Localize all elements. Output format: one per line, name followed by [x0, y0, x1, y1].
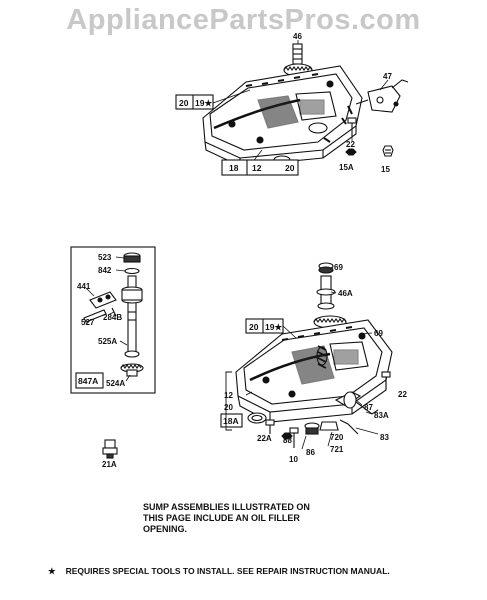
part-label: 721: [330, 445, 344, 454]
top-box-18-12-20: [221, 159, 299, 176]
part-label: 524A: [106, 379, 125, 388]
side-kit-labels: 523 842 441 527 284B 525A 847A 524A: [77, 253, 125, 388]
sump-note: SUMP ASSEMBLIES ILLUSTRATED ON THIS PAGE…: [143, 502, 373, 535]
top-sump-body: [202, 65, 363, 167]
part-label: 441: [77, 282, 91, 291]
part-label: 12: [252, 163, 262, 173]
bottom-sump-assembly: [220, 262, 393, 450]
star-icon: ★: [48, 566, 56, 576]
part-label: 69: [334, 263, 343, 272]
part-label: 83: [380, 433, 389, 442]
part-label: 19★: [265, 322, 283, 332]
footnote-text: REQUIRES SPECIAL TOOLS TO INSTALL. SEE R…: [65, 566, 390, 576]
part-label: 19★: [195, 98, 213, 108]
part-label: 22: [398, 390, 407, 399]
bottom-box-20-19: [245, 318, 284, 334]
part-label: 525A: [98, 337, 117, 346]
part-label: 18: [229, 163, 239, 173]
top-assembly-labels: 46 47 20 19★ 22 18 12 20 15A 15: [179, 32, 392, 174]
top-bolts: [345, 117, 394, 157]
governor-linkage-47: [355, 79, 409, 113]
part-label: 46A: [338, 289, 353, 298]
part-label: 87: [364, 403, 373, 412]
note-line: OPENING.: [143, 524, 188, 534]
part-label: 47: [383, 72, 392, 81]
part-label: 88: [283, 436, 292, 445]
part-label: 86: [306, 448, 315, 457]
part-label: 15: [381, 165, 390, 174]
part-label: 83A: [374, 411, 389, 420]
loose-fitting-21a: [102, 439, 118, 459]
part-label: 523: [98, 253, 112, 262]
part-label: 20: [224, 403, 233, 412]
part-label: 18A: [223, 416, 239, 426]
top-sump-assembly: [175, 40, 409, 176]
part-label: 842: [98, 266, 112, 275]
part-label: 20: [179, 98, 189, 108]
part-label: 20: [285, 163, 295, 173]
part-label: 20: [249, 322, 259, 332]
part-label: 46: [293, 32, 302, 41]
watermark-text: AppliancePartsPros.com: [66, 4, 421, 36]
side-kit-box: [70, 246, 156, 394]
note-line: SUMP ASSEMBLIES ILLUSTRATED ON: [143, 502, 310, 512]
top-box-20-19: [175, 94, 214, 110]
part-label: 10: [289, 455, 298, 464]
part-label: 284B: [103, 313, 122, 322]
part-label: 720: [330, 433, 344, 442]
part-label: 847A: [78, 376, 98, 386]
part-label: 21A: [102, 460, 117, 469]
part-label: 15A: [339, 163, 354, 172]
part-label: 12: [224, 391, 233, 400]
part-label: 69: [374, 329, 383, 338]
special-tools-footnote: ★ REQUIRES SPECIAL TOOLS TO INSTALL. SEE …: [48, 566, 468, 577]
note-line: THIS PAGE INCLUDE AN OIL FILLER: [143, 513, 300, 523]
part-label: 22: [346, 140, 355, 149]
part-label: 527: [81, 318, 95, 327]
bottom-assembly-labels: 69 46A 20 19★ 69 22 12 87 20 83A 18A 22A…: [223, 263, 407, 464]
part-label: 22A: [257, 434, 272, 443]
